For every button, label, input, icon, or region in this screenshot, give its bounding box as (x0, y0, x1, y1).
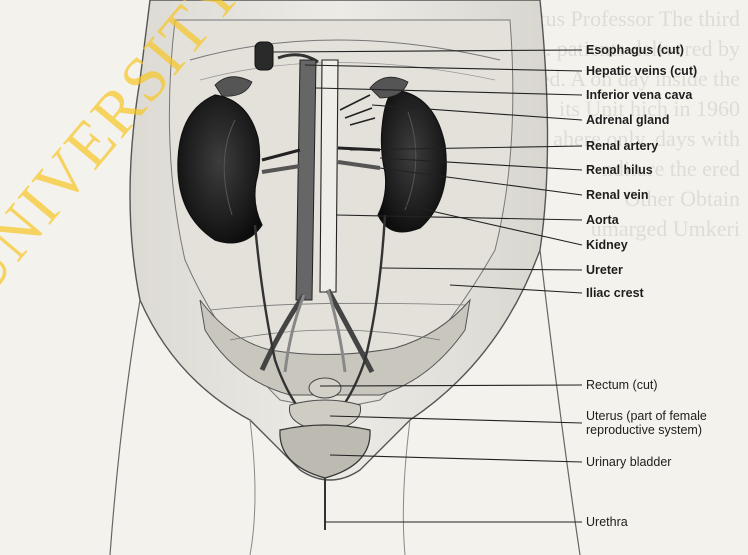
label-renal-hilus: Renal hilus (586, 163, 653, 177)
label-uterus-line2: reproductive system) (586, 423, 746, 437)
label-kidney: Kidney (586, 238, 628, 252)
label-hepatic-veins: Hepatic veins (cut) (586, 64, 697, 78)
label-esophagus: Esophagus (cut) (586, 43, 684, 57)
label-aorta: Aorta (586, 213, 619, 227)
inferior-vena-cava (296, 60, 316, 300)
label-uterus-line1: Uterus (part of female (586, 409, 746, 423)
label-renal-artery: Renal artery (586, 139, 658, 153)
label-ureter: Ureter (586, 263, 623, 277)
label-urethra: Urethra (586, 515, 628, 529)
aorta (320, 60, 338, 292)
label-renal-vein: Renal vein (586, 188, 649, 202)
label-rectum: Rectum (cut) (586, 378, 658, 392)
rectum (309, 378, 341, 398)
label-iliac-crest: Iliac crest (586, 286, 644, 300)
label-uterus: Uterus (part of female reproductive syst… (586, 409, 746, 437)
label-urinary-bladder: Urinary bladder (586, 455, 671, 469)
esophagus (255, 42, 273, 70)
label-adrenal-gland: Adrenal gland (586, 113, 669, 127)
label-inferior-vena-cava: Inferior vena cava (586, 88, 692, 102)
